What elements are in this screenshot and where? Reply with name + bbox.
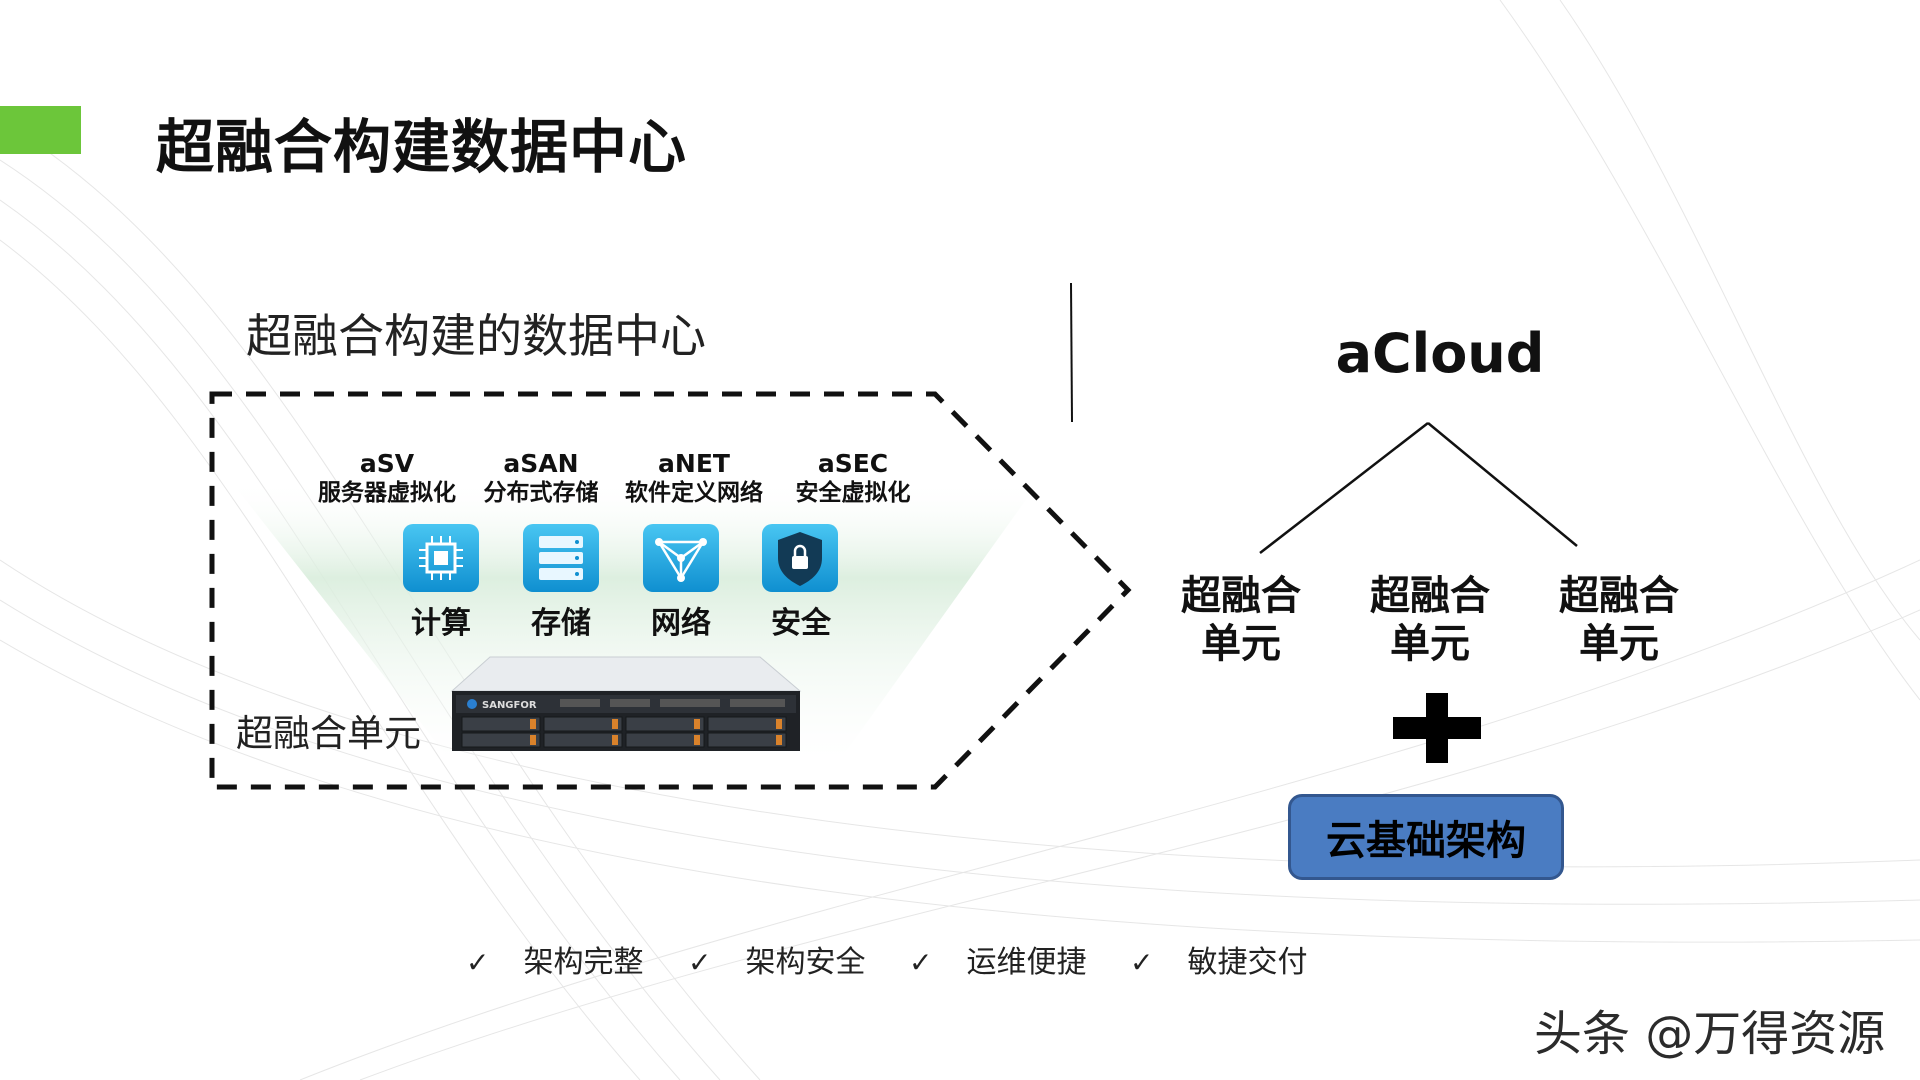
hyperconverged-unit-label: 超融合单元 — [236, 703, 421, 757]
node-label: 超融合 单元 — [1370, 573, 1490, 667]
feature-label: 运维便捷 — [966, 945, 1086, 980]
storage-stack-icon — [523, 524, 599, 592]
server-rack-image: SANGFOR — [450, 655, 805, 755]
feature-label: 架构安全 — [745, 945, 865, 980]
watermark-text: 头条 @万得资源 — [1534, 994, 1885, 1064]
cpu-chip-icon — [403, 524, 479, 592]
check-icon: ✓ — [466, 946, 489, 979]
module-asan: aSAN 分布式存储 — [461, 450, 621, 508]
cloud-infrastructure-label: 云基础架构 — [1326, 808, 1526, 866]
server-brand: SANGFOR — [482, 700, 537, 711]
acloud-title: aCloud — [1300, 322, 1580, 385]
feature-item: ✓ 运维便捷 — [909, 937, 1086, 981]
module-code: aSV — [307, 450, 467, 478]
module-code: aSAN — [461, 450, 621, 478]
check-icon: ✓ — [1130, 946, 1153, 979]
feature-item: ✓ 敏捷交付 — [1130, 937, 1307, 981]
module-code: aNET — [614, 450, 774, 478]
hci-unit-node-1: 超融合 单元 — [1157, 562, 1325, 677]
feature-item: ✓ 架构完整 — [466, 937, 643, 981]
feature-label: 敏捷交付 — [1187, 945, 1307, 980]
check-icon: ✓ — [909, 946, 932, 979]
module-name: 软件定义网络 — [614, 478, 774, 508]
node-label: 超融合 单元 — [1181, 573, 1301, 667]
network-topology-icon — [643, 524, 719, 592]
vertical-divider — [1071, 283, 1072, 422]
shield-lock-icon — [762, 524, 838, 592]
tree-line-left — [1260, 423, 1428, 553]
cloud-infrastructure-box: 云基础架构 — [1288, 794, 1564, 880]
module-asec: aSEC 安全虚拟化 — [773, 450, 933, 508]
feature-label: 架构完整 — [523, 945, 643, 980]
hci-unit-node-2: 超融合 单元 — [1346, 562, 1514, 677]
module-name: 服务器虚拟化 — [307, 478, 467, 508]
module-asv: aSV 服务器虚拟化 — [307, 450, 467, 508]
module-anet: aNET 软件定义网络 — [614, 450, 774, 508]
module-name: 安全虚拟化 — [773, 478, 933, 508]
plus-icon — [1393, 693, 1481, 763]
icon-label-security: 安全 — [751, 598, 851, 642]
icon-label-storage: 存储 — [511, 598, 611, 642]
node-label: 超融合 单元 — [1559, 573, 1679, 667]
check-icon: ✓ — [688, 946, 711, 979]
module-code: aSEC — [773, 450, 933, 478]
tree-line-right — [1428, 423, 1577, 546]
feature-item: ✓ 架构安全 — [688, 937, 865, 981]
icon-label-compute: 计算 — [391, 598, 491, 642]
module-name: 分布式存储 — [461, 478, 621, 508]
icon-label-network: 网络 — [631, 598, 731, 642]
hci-unit-node-3: 超融合 单元 — [1535, 562, 1703, 677]
